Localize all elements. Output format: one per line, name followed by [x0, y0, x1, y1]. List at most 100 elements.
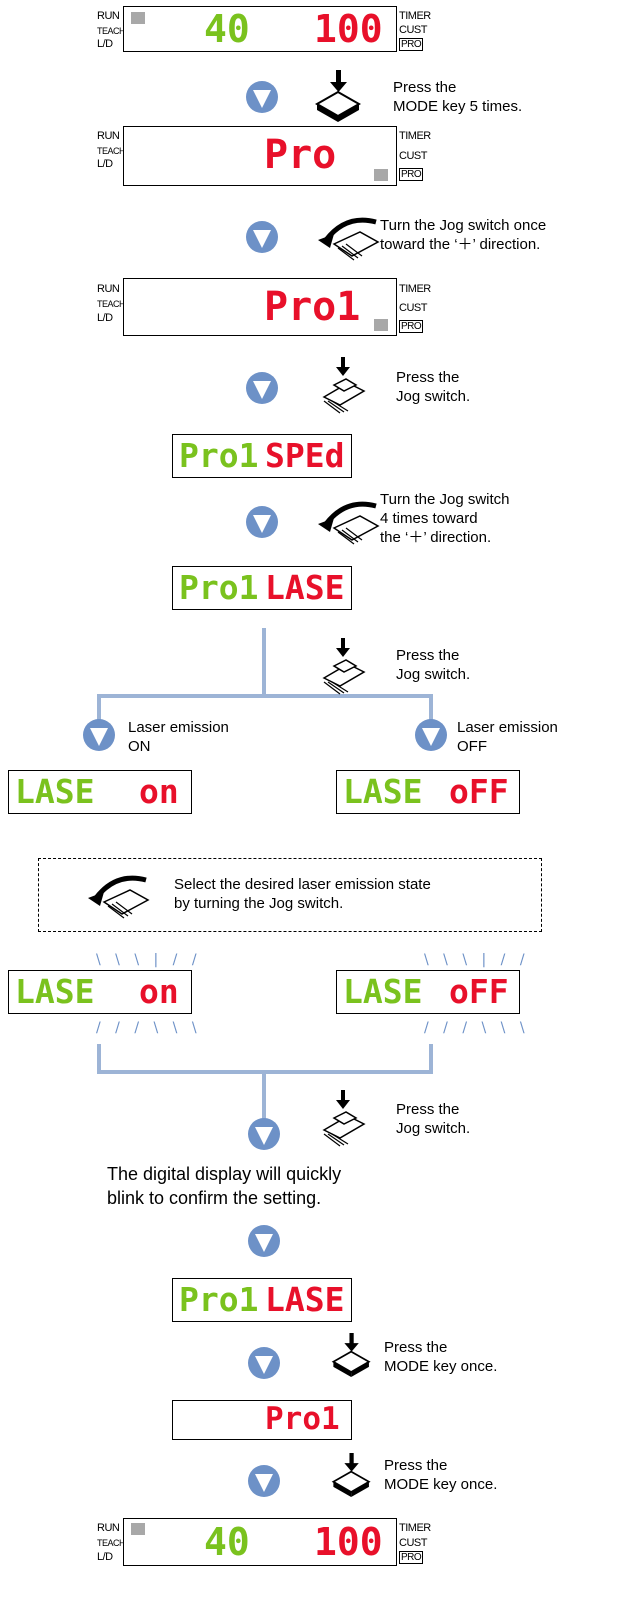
flow-line	[97, 1044, 101, 1074]
lcd-frame: Pro	[123, 126, 397, 186]
panel-display-6-on: LASE on	[8, 770, 192, 814]
jog-press-icon	[322, 357, 366, 414]
run-label: RUN	[97, 10, 120, 22]
step-text-6: Press the Jog switch.	[396, 1101, 471, 1137]
red-readout: 100	[314, 7, 383, 51]
red-readout: LASE	[265, 568, 345, 607]
indicator-square	[374, 319, 388, 331]
step-text-1: Press the MODE key 5 times.	[393, 79, 523, 115]
panel-display-7-on: LASE on	[8, 970, 192, 1014]
red-readout: SPEd	[265, 436, 345, 475]
lcd-frame: 40 100	[123, 6, 397, 52]
down-arrow-icon	[415, 719, 447, 751]
flow-line	[429, 1044, 433, 1074]
green-readout: 40	[204, 7, 250, 51]
confirm-note: The digital display will quickly blink t…	[107, 1164, 342, 1208]
green-readout: Pro1	[179, 436, 259, 475]
green-readout: LASE	[343, 772, 423, 811]
red-readout: Pro	[264, 132, 337, 178]
down-arrow-icon	[248, 1225, 280, 1257]
indicator-square	[374, 169, 388, 181]
green-readout: Pro1	[179, 568, 259, 607]
down-arrow-icon	[248, 1465, 280, 1497]
timer-label: TIMER	[399, 130, 431, 142]
red-readout: oFF	[449, 772, 509, 811]
step-text-4: Turn the Jog switch 4 times toward the ‘…	[380, 491, 510, 546]
jog-turn-plus-icon	[318, 217, 380, 261]
panel-display-8: Pro1 LASE	[172, 1278, 352, 1322]
panel-display-5: Pro1 LASE	[172, 566, 352, 610]
step-text-3: Press the Jog switch.	[396, 369, 471, 405]
green-readout: LASE	[15, 972, 95, 1011]
cust-label: CUST	[399, 1537, 427, 1549]
indicator-square	[131, 12, 145, 24]
run-label: RUN	[97, 1522, 120, 1534]
red-readout: oFF	[449, 972, 509, 1011]
lcd-frame: 40 100	[123, 1518, 397, 1566]
jog-press-icon	[322, 638, 366, 695]
panel-display-9: Pro1	[172, 1400, 352, 1440]
blink-rays-icon: \ \ \ | / /	[96, 952, 202, 968]
teach-label: TEACH	[97, 1538, 126, 1548]
red-readout: on	[139, 972, 179, 1011]
pro-label: PRO	[399, 168, 424, 181]
pro-label: PRO	[399, 1551, 424, 1564]
jog-turn-icon	[88, 875, 150, 919]
pro-label: PRO	[399, 320, 424, 333]
red-readout: 100	[314, 1520, 383, 1564]
jog-turn-plus-icon	[318, 501, 380, 545]
panel-display-6-off: LASE oFF	[336, 770, 520, 814]
red-readout: on	[139, 772, 179, 811]
blink-rays-icon: / / / \ \ \	[424, 1020, 530, 1036]
ld-label: L/D	[97, 158, 113, 170]
green-readout: LASE	[15, 772, 95, 811]
red-readout: Pro1	[265, 1401, 340, 1437]
cust-label: CUST	[399, 24, 427, 36]
blink-rays-icon: \ \ \ | / /	[424, 952, 530, 968]
step-text-7: Press the MODE key once.	[384, 1339, 498, 1375]
flow-line	[262, 628, 266, 698]
blink-rays-icon: / / / \ \ \	[96, 1020, 202, 1036]
timer-label: TIMER	[399, 1522, 431, 1534]
timer-label: TIMER	[399, 283, 431, 295]
flow-line	[262, 1070, 266, 1122]
green-readout: Pro1	[179, 1280, 259, 1319]
red-readout: LASE	[265, 1280, 345, 1319]
green-readout: 40	[204, 1520, 250, 1564]
pro-label: PRO	[399, 38, 424, 51]
run-label: RUN	[97, 130, 120, 142]
ld-label: L/D	[97, 1551, 113, 1563]
step-text-8: Press the MODE key once.	[384, 1457, 498, 1493]
branch-on-label: Laser emission ON	[128, 719, 229, 755]
down-arrow-icon	[83, 719, 115, 751]
branch-off-label: Laser emission OFF	[457, 719, 558, 755]
step-text-5: Press the Jog switch.	[396, 647, 471, 683]
jog-press-icon	[322, 1090, 366, 1147]
panel-display-7-off: LASE oFF	[336, 970, 520, 1014]
mode-key-press-icon	[331, 1333, 371, 1377]
cust-label: CUST	[399, 302, 427, 314]
red-readout: Pro1	[264, 284, 361, 330]
ld-label: L/D	[97, 312, 113, 324]
lcd-frame: Pro1	[123, 278, 397, 336]
mode-key-press-icon	[331, 1453, 371, 1497]
down-arrow-icon	[246, 372, 278, 404]
step-text-2: Turn the Jog switch once toward the ‘＋’ …	[380, 217, 547, 253]
down-arrow-icon	[246, 221, 278, 253]
panel-display-4: Pro1 SPEd	[172, 434, 352, 478]
down-arrow-icon	[246, 506, 278, 538]
flow-line	[429, 694, 433, 722]
mode-key-press-icon	[314, 70, 362, 122]
select-note-text: Select the desired laser emission state …	[174, 876, 431, 912]
indicator-square	[131, 1523, 145, 1535]
flow-line	[97, 694, 101, 722]
select-note-box	[38, 858, 542, 932]
green-readout: LASE	[343, 972, 423, 1011]
down-arrow-icon	[248, 1347, 280, 1379]
teach-label: TEACH	[97, 146, 126, 156]
run-label: RUN	[97, 283, 120, 295]
teach-label: TEACH	[97, 26, 126, 36]
teach-label: TEACH	[97, 299, 126, 309]
timer-label: TIMER	[399, 10, 431, 22]
flow-line	[97, 694, 433, 698]
